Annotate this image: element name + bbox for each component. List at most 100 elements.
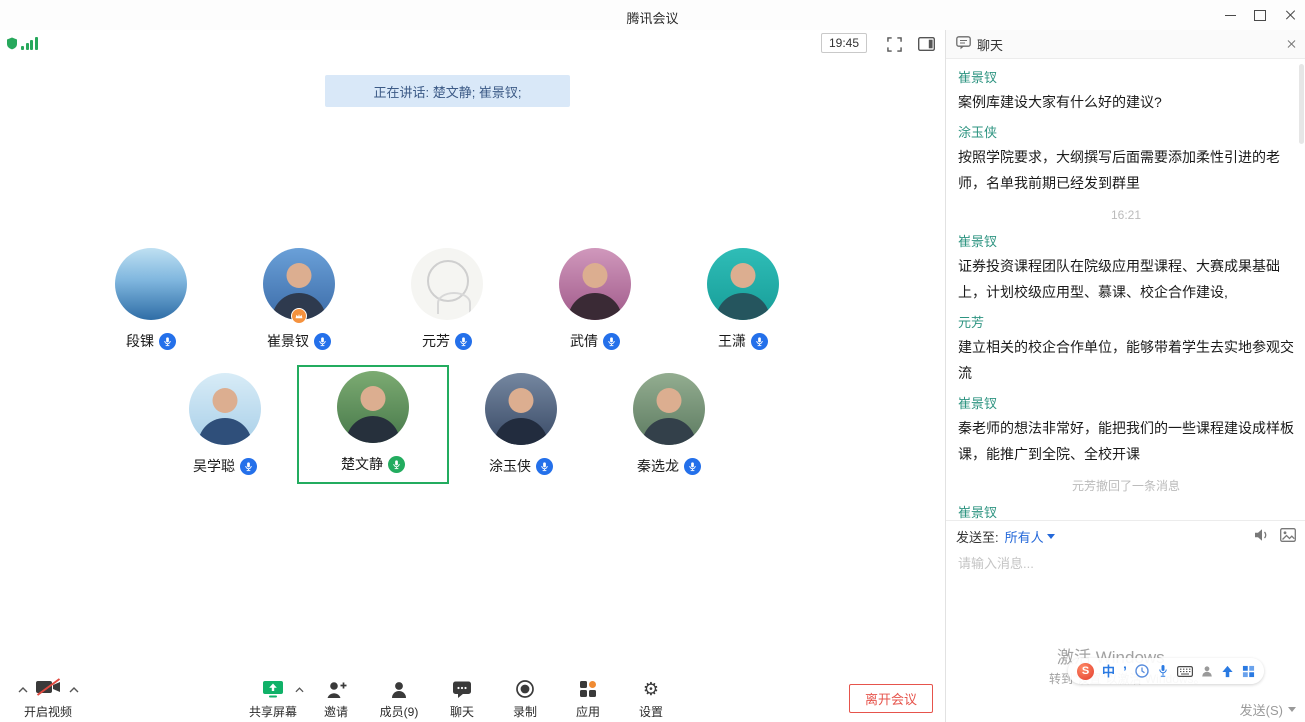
camera-off-icon [35, 677, 62, 701]
chat-bubble-icon [452, 678, 472, 700]
chat-message-input[interactable] [946, 550, 1305, 576]
chevron-up-icon[interactable] [295, 680, 304, 698]
send-to-bar: 发送至: 所有人 [946, 520, 1305, 551]
minimize-icon [1224, 14, 1236, 16]
close-button[interactable] [1275, 0, 1305, 30]
participant-name: 段锞 [126, 333, 154, 349]
window-controls [1215, 0, 1305, 30]
send-to-selector[interactable]: 所有人 [1005, 527, 1055, 546]
share-screen-button[interactable]: 共享屏幕 [246, 678, 304, 720]
mic-status-icon [314, 332, 331, 350]
mic-status-icon [536, 457, 553, 475]
chat-button[interactable]: 聊天 [435, 678, 489, 720]
participant-name: 涂玉侠 [489, 458, 531, 474]
ime-logo-icon[interactable]: S [1077, 662, 1094, 680]
members-icon [390, 678, 408, 700]
share-screen-icon [262, 678, 284, 700]
avatar [559, 248, 631, 320]
titlebar: 腾讯会议 [0, 0, 1305, 30]
ime-language-mode-icon[interactable]: 中 [1102, 663, 1116, 679]
avatar [115, 248, 187, 320]
system-message: 元芳撤回了一条消息 [1071, 479, 1180, 493]
participant-tile[interactable]: 武倩 [521, 242, 669, 361]
video-control[interactable]: 开启视频 [4, 677, 92, 720]
message-sender: 崔景钗 [958, 234, 998, 249]
chevron-up-icon[interactable] [18, 680, 28, 698]
participant-name: 秦选龙 [637, 458, 679, 474]
record-label: 录制 [512, 705, 537, 719]
participant-name: 王潇 [718, 333, 746, 349]
security-shield-icon[interactable] [6, 37, 18, 55]
layout-toggle-button[interactable] [917, 35, 935, 53]
invite-label: 邀请 [323, 705, 348, 719]
participant-tile-active-speaker[interactable]: 楚文静 [297, 365, 449, 484]
close-icon [1284, 9, 1296, 21]
participant-tile[interactable]: 王潇 [669, 242, 817, 361]
invite-button[interactable]: 邀请 [309, 678, 363, 720]
chat-message: 崔景钗 好的，互相支持 [958, 504, 1294, 522]
avatar [337, 371, 409, 443]
send-button-label: 发送(S) [1239, 703, 1283, 718]
send-button[interactable]: 发送(S) [1240, 700, 1296, 719]
ime-toolbox-grid-icon[interactable] [1242, 665, 1255, 678]
chevron-down-icon [1046, 533, 1055, 539]
participant-name: 崔景钗 [267, 333, 309, 349]
image-attach-icon[interactable] [1280, 527, 1296, 545]
chat-message: 元芳 建立相关的校企合作单位，能够带着学生去实地参观交流 [958, 314, 1294, 386]
participant-name: 楚文静 [341, 456, 383, 472]
chat-header: 聊天 [946, 30, 1305, 59]
send-to-label: 发送至: [956, 529, 999, 545]
mic-status-icon [240, 457, 257, 475]
participant-tile[interactable]: 吴学聪 [151, 367, 299, 486]
apps-grid-icon [579, 678, 597, 700]
invite-icon [326, 678, 347, 700]
avatar [189, 373, 261, 445]
fullscreen-icon [886, 36, 902, 52]
chat-message: 涂玉侠 按照学院要求，大纲撰写后面需要添加柔性引进的老师，名单我前期已经发到群里 [958, 124, 1294, 196]
meeting-topbar: 19:45 [0, 30, 945, 58]
apps-label: 应用 [575, 705, 600, 719]
participant-tile[interactable]: 崔景钗 [225, 242, 373, 361]
ime-skin-icon[interactable] [1221, 665, 1234, 678]
members-button[interactable]: 成员(9) [372, 678, 426, 720]
ime-toolbar: S 中 ’ [1068, 658, 1264, 684]
host-badge-icon [291, 308, 307, 324]
participant-tile[interactable]: 秦选龙 [595, 367, 743, 486]
record-button[interactable]: 录制 [498, 678, 552, 720]
ime-clock-icon[interactable] [1135, 664, 1149, 678]
chat-message-list: 崔景钗 案例库建设大家有什么好的建议? 涂玉侠 按照学院要求，大纲撰写后面需要添… [946, 58, 1305, 522]
apps-button[interactable]: 应用 [561, 678, 615, 720]
mic-status-icon [603, 332, 620, 350]
participant-tile[interactable]: 涂玉侠 [447, 367, 595, 486]
network-signal-icon[interactable] [21, 37, 38, 50]
mic-status-icon [684, 457, 701, 475]
ime-profile-icon[interactable] [1201, 665, 1213, 677]
minimize-button[interactable] [1215, 0, 1245, 30]
ime-punctuation-icon[interactable]: ’ [1123, 663, 1127, 679]
participant-name: 武倩 [570, 333, 598, 349]
participant-tile[interactable]: 段锞 [77, 242, 225, 361]
message-text: 案例库建设大家有什么好的建议? [958, 94, 1162, 110]
participant-tile[interactable]: 元芳 [373, 242, 521, 361]
participant-name: 元芳 [422, 333, 450, 349]
gear-icon: ⚙ [642, 679, 660, 699]
settings-label: 设置 [638, 705, 663, 719]
toolbar-center-group: 共享屏幕 邀请 成员(9) [246, 678, 678, 720]
share-screen-label: 共享屏幕 [248, 705, 297, 719]
chat-close-icon[interactable] [1286, 39, 1296, 49]
ime-keyboard-icon[interactable] [1176, 665, 1193, 677]
settings-button[interactable]: ⚙ 设置 [624, 678, 678, 720]
mic-status-icon [159, 332, 176, 350]
speaker-icon[interactable] [1254, 528, 1270, 545]
leave-meeting-button[interactable]: 离开会议 [848, 684, 933, 713]
avatar [707, 248, 779, 320]
maximize-button[interactable] [1245, 0, 1275, 30]
mic-status-icon [751, 332, 768, 350]
window-title: 腾讯会议 [626, 11, 679, 26]
fullscreen-button[interactable] [885, 35, 903, 53]
avatar [411, 248, 483, 320]
mic-status-icon [455, 332, 472, 350]
chat-scrollbar[interactable] [1299, 64, 1304, 144]
ime-voice-mic-icon[interactable] [1157, 664, 1169, 678]
chevron-up-icon[interactable] [69, 680, 79, 698]
